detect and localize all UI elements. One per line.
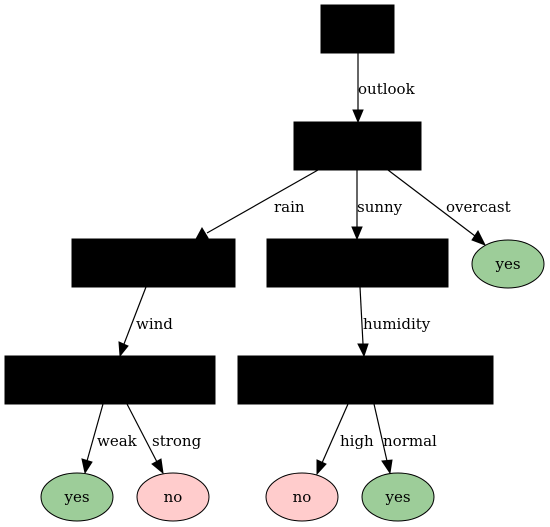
- leaf-label: no: [164, 488, 183, 506]
- outlook-node-redacted: [293, 121, 422, 171]
- leaf-weak-yes: yes: [40, 472, 114, 522]
- edge-rain: rain: [195, 169, 319, 240]
- rain-node-redacted: [71, 238, 236, 288]
- edge-label-outlook: outlook: [358, 80, 416, 98]
- root-node-redacted: [320, 4, 395, 54]
- leaf-yes-ellipse: [40, 472, 114, 522]
- edge-humidity: humidity: [357, 286, 431, 358]
- leaf-label: no: [293, 488, 312, 506]
- edge-label-high: high: [340, 432, 374, 450]
- edge-high: high: [316, 403, 374, 476]
- edge-wind: wind: [118, 286, 173, 358]
- edge-label-humidity: humidity: [363, 315, 431, 333]
- edge-sunny: sunny: [351, 170, 403, 241]
- edge-weak: weak: [81, 403, 138, 475]
- leaf-no-ellipse: [265, 472, 339, 522]
- edge-label-sunny: sunny: [357, 198, 403, 216]
- humidity-node-redacted: [237, 355, 494, 405]
- leaf-no-ellipse: [136, 472, 210, 522]
- edge-label-wind: wind: [136, 315, 173, 333]
- leaf-yes-ellipse: [361, 472, 435, 522]
- leaf-yes-ellipse: [471, 239, 545, 289]
- wind-node-redacted: [4, 355, 216, 405]
- leaf-strong-no: no: [136, 472, 210, 522]
- edge-label-strong: strong: [152, 432, 202, 450]
- edge-label-normal: normal: [383, 432, 437, 450]
- edge-label-overcast: overcast: [446, 198, 511, 216]
- edge-normal: normal: [373, 403, 437, 475]
- edge-label-rain: rain: [274, 198, 305, 216]
- leaf-overcast-yes: yes: [471, 239, 545, 289]
- leaf-label: yes: [384, 488, 410, 506]
- leaf-label: yes: [63, 488, 89, 506]
- leaf-normal-yes: yes: [361, 472, 435, 522]
- edge-label-weak: weak: [97, 432, 138, 450]
- edge-outlook: outlook: [352, 53, 416, 124]
- leaf-label: yes: [494, 255, 520, 273]
- edge-strong: strong: [126, 403, 202, 475]
- sunny-node-redacted: [266, 238, 449, 288]
- edge-overcast: overcast: [387, 169, 511, 246]
- leaf-high-no: no: [265, 472, 339, 522]
